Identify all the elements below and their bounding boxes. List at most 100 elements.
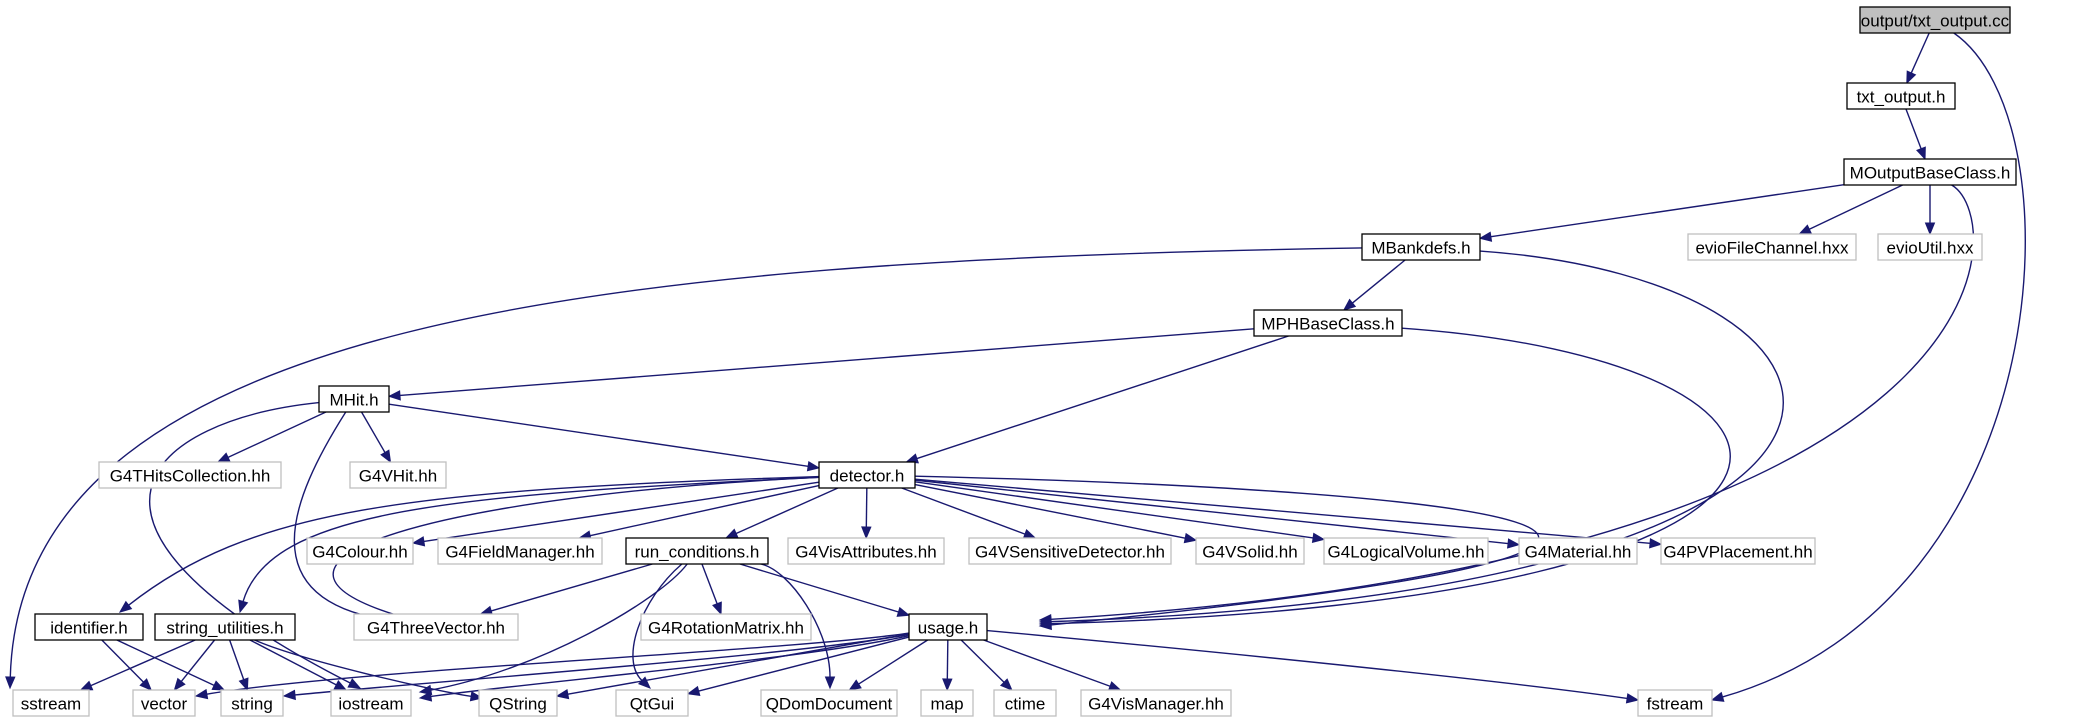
- edge-run_conditions-to-g4rotationmatrix: [701, 563, 722, 616]
- node-box: [968, 537, 1172, 565]
- arrowhead: [1507, 538, 1521, 549]
- arrowhead: [238, 677, 249, 692]
- node-run-conditions[interactable]: run_conditions.h: [625, 537, 769, 565]
- edge-usage-to-qtgui: [686, 636, 910, 696]
- node-box: [306, 537, 414, 565]
- node-g4logicalvolume: G4LogicalVolume.hh: [1323, 537, 1489, 565]
- node-g4vhit: G4VHit.hh: [349, 461, 447, 489]
- edge-mhit-to-g4vhit: [360, 411, 392, 464]
- arrowhead: [861, 526, 872, 540]
- node-detector[interactable]: detector.h: [818, 461, 916, 489]
- edge-moutputbase-to-eviofilechannel: [1798, 184, 1903, 235]
- node-label: map: [930, 695, 963, 714]
- node-box: [1843, 158, 2017, 186]
- node-mbankdefs[interactable]: MBankdefs.h: [1361, 233, 1481, 261]
- node-box: [1859, 6, 2011, 34]
- node-identifier[interactable]: identifier.h: [34, 613, 144, 641]
- node-g4pvplacement: G4PVPlacement.hh: [1660, 537, 1816, 565]
- edge-txt_output_h-to-moutputbase: [1905, 108, 1926, 161]
- edge-identifier-to-string: [116, 639, 226, 691]
- arrowhead: [282, 689, 296, 701]
- node-mhit[interactable]: MHit.h: [318, 385, 390, 413]
- node-label: usage.h: [918, 619, 979, 638]
- node-evioutil: evioUtil.hxx: [1877, 233, 1983, 261]
- edge-mbankdefs-to-sstream: [5, 247, 1363, 690]
- node-label: txt_output.h: [1857, 88, 1946, 107]
- arrowhead: [896, 606, 911, 617]
- node-box: [1253, 309, 1403, 337]
- arrowhead: [848, 679, 862, 691]
- arrowhead: [1342, 298, 1357, 311]
- edges-layer: [5, 32, 2026, 704]
- arrowhead: [194, 688, 209, 700]
- node-box: [437, 537, 603, 565]
- node-mphbase[interactable]: MPHBaseClass.h: [1253, 309, 1403, 337]
- arrowhead: [712, 601, 722, 616]
- arrowhead: [724, 528, 739, 539]
- arrowhead: [1906, 70, 1917, 85]
- node-box: [818, 461, 916, 489]
- node-iostream: iostream: [330, 689, 412, 717]
- arrowhead: [418, 691, 433, 702]
- arrowhead: [686, 685, 701, 696]
- node-box: [625, 537, 769, 565]
- node-box: [787, 537, 945, 565]
- node-label: fstream: [1647, 695, 1704, 714]
- arrowhead: [1311, 532, 1326, 544]
- node-box: [34, 613, 144, 641]
- node-label: G4Material.hh: [1525, 543, 1632, 562]
- node-label: G4PVPlacement.hh: [1663, 543, 1812, 562]
- edge-string_utilities-to-string: [228, 639, 249, 692]
- edge-run_conditions-to-qdomdocument: [760, 563, 836, 690]
- node-box: [1637, 689, 1713, 717]
- node-g4fieldmanager: G4FieldManager.hh: [437, 537, 603, 565]
- node-txt-output-h[interactable]: txt_output.h: [1846, 82, 1956, 110]
- node-label: MOutputBaseClass.h: [1850, 164, 2011, 183]
- node-box: [132, 689, 196, 717]
- node-box: [640, 613, 812, 641]
- arrowhead: [1107, 681, 1122, 691]
- node-box: [154, 613, 296, 641]
- arrowhead: [411, 536, 426, 547]
- arrowhead: [380, 449, 392, 464]
- node-moutputbase[interactable]: MOutputBaseClass.h: [1843, 158, 2017, 186]
- arrowhead: [942, 678, 953, 692]
- arrowhead: [1625, 693, 1640, 704]
- node-usage[interactable]: usage.h: [908, 613, 988, 641]
- node-map: map: [920, 689, 974, 717]
- node-label: string_utilities.h: [166, 619, 283, 638]
- node-label: MBankdefs.h: [1371, 239, 1470, 258]
- arrowhead: [1710, 691, 1725, 702]
- node-g4threevector: G4ThreeVector.hh: [353, 613, 519, 641]
- node-box: [349, 461, 447, 489]
- node-g4vsensitive: G4VSensitiveDetector.hh: [968, 537, 1172, 565]
- edge-usage-to-map: [942, 639, 953, 692]
- node-eviofilechannel: evioFileChannel.hxx: [1687, 233, 1857, 261]
- node-g4material: G4Material.hh: [1518, 537, 1638, 565]
- node-label: run_conditions.h: [635, 543, 760, 562]
- arrowhead: [333, 680, 348, 691]
- node-label: vector: [141, 695, 188, 714]
- edge-moutputbase-to-evioutil: [1924, 185, 1936, 236]
- node-box: [1518, 537, 1638, 565]
- node-box: [615, 689, 689, 717]
- node-label: evioUtil.hxx: [1887, 239, 1974, 258]
- node-ctime: ctime: [993, 689, 1057, 717]
- arrowhead: [387, 390, 401, 401]
- arrowhead: [238, 599, 249, 614]
- node-root[interactable]: output/txt_output.cc: [1859, 6, 2011, 34]
- arrowhead: [5, 676, 16, 690]
- edge-detector-to-run_conditions: [724, 487, 839, 539]
- node-sstream: sstream: [12, 689, 90, 717]
- node-label: string: [231, 695, 273, 714]
- node-label: G4VSensitiveDetector.hh: [975, 543, 1165, 562]
- node-box: [1877, 233, 1983, 261]
- node-box: [1323, 537, 1489, 565]
- node-string-utilities[interactable]: string_utilities.h: [154, 613, 296, 641]
- node-box: [1687, 233, 1857, 261]
- node-label: G4VisManager.hh: [1088, 695, 1224, 714]
- edge-root-to-txt_output_h: [1906, 32, 1930, 85]
- arrowhead: [806, 461, 821, 472]
- arrowhead: [118, 600, 133, 613]
